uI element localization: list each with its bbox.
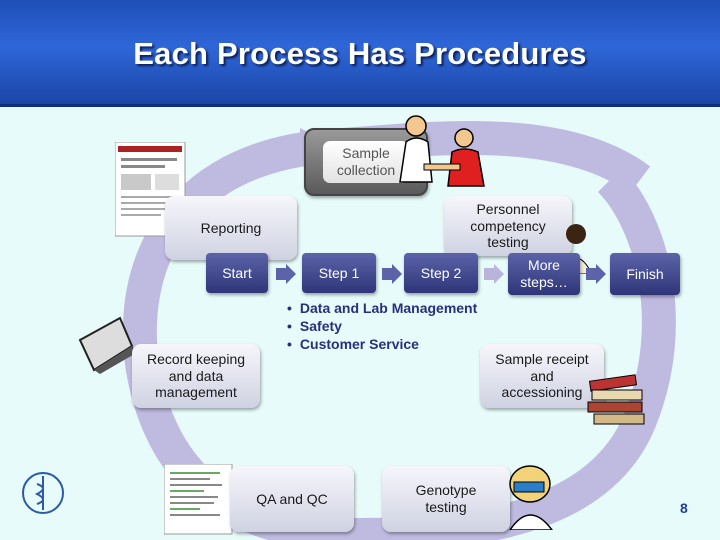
bullet-item: Data and Lab Management (287, 300, 477, 316)
code-document-icon (164, 464, 233, 535)
genotype-testing-box: Genotype testing (382, 466, 510, 532)
more-steps-box: More steps… (508, 253, 580, 295)
more-steps-label: More steps… (520, 257, 568, 290)
sample-receipt-box: Sample receipt and accessioning (480, 344, 604, 408)
book-stack-icon (587, 374, 645, 425)
step1-box: Step 1 (302, 253, 376, 293)
bullet-item: Customer Service (287, 336, 477, 352)
arrow-right-icon (484, 264, 504, 284)
personnel-competency-box: Personnel competency testing (444, 196, 572, 256)
bullet-item: Safety (287, 318, 477, 334)
qa-qc-label: QA and QC (256, 490, 328, 507)
step1-label: Step 1 (318, 264, 360, 281)
bullet-list: Data and Lab Management Safety Customer … (287, 300, 477, 354)
qa-qc-box: QA and QC (230, 466, 354, 532)
arrow-right-icon (276, 264, 296, 284)
record-keeping-box: Record keeping and data management (132, 344, 260, 408)
start-label: Start (222, 264, 252, 281)
slide-title: Each Process Has Procedures (133, 36, 587, 71)
genotype-testing-label: Genotype testing (415, 482, 477, 515)
record-keeping-label: Record keeping and data management (146, 350, 246, 401)
lab-worker-icon (509, 465, 553, 530)
page-number: 8 (680, 500, 688, 516)
arrow-right-icon (586, 264, 606, 284)
finish-box: Finish (610, 253, 680, 295)
who-emblem-icon (22, 472, 64, 514)
doctor-patient-icon (399, 115, 485, 187)
finish-label: Finish (626, 265, 664, 282)
arrow-right-icon (382, 264, 402, 284)
personnel-competency-label: Personnel competency testing (470, 200, 546, 251)
start-box: Start (206, 253, 268, 293)
step2-label: Step 2 (420, 264, 462, 281)
reporting-box: Reporting (165, 196, 297, 260)
sample-receipt-label: Sample receipt and accessioning (495, 350, 589, 401)
laptop-icon (78, 316, 138, 374)
reporting-label: Reporting (200, 219, 262, 236)
title-bar: Each Process Has Procedures (0, 0, 720, 107)
step2-box: Step 2 (404, 253, 478, 293)
sample-collection-label: Sample collection (323, 141, 409, 183)
